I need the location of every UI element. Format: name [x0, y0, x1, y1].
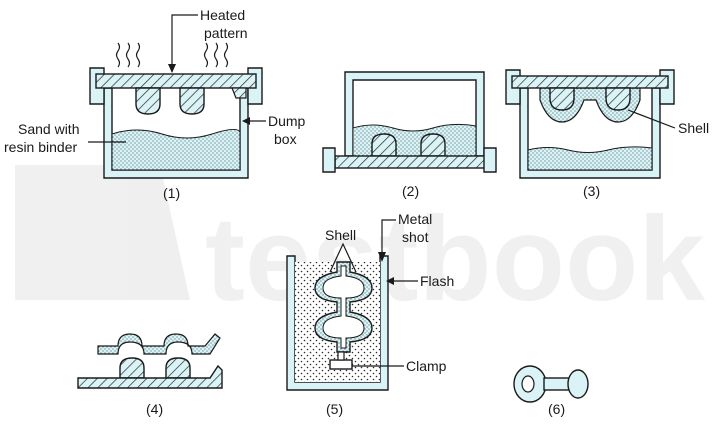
flash-arrowhead	[386, 277, 394, 285]
clamp-stem-5	[337, 351, 345, 361]
pattern-right-tab-1	[231, 87, 247, 99]
step-5: Shell Metal shot Flash Clamp (5)	[286, 211, 454, 417]
step-3: Shell (3)	[505, 69, 709, 199]
sand-label-2: resin binder	[4, 139, 77, 155]
step-label-1: (1)	[163, 185, 180, 201]
dump-box-label-2: box	[274, 131, 297, 147]
casting-left-hole	[521, 375, 535, 393]
sand-3	[527, 146, 653, 171]
shell-leader-3	[627, 109, 676, 129]
heated-pattern-label-1: Heated	[200, 7, 245, 23]
heated-pattern-plate	[95, 73, 257, 89]
metal-shot-label-1: Metal	[398, 211, 432, 227]
sand-label-1: Sand with	[18, 121, 79, 137]
clamp-label-5: Clamp	[406, 358, 447, 374]
pattern-bumps-4	[119, 357, 191, 379]
pattern-plate-3	[511, 75, 669, 89]
sand-1	[111, 128, 241, 171]
heated-pattern-bumps	[135, 87, 205, 115]
casting-right-disc	[567, 369, 589, 399]
step-4: (4)	[77, 333, 223, 417]
step-label-3: (3)	[583, 183, 600, 199]
heated-pattern-label-2: pattern	[204, 25, 248, 41]
metal-shot-label-2: shot	[402, 229, 429, 245]
shell-4	[97, 333, 221, 355]
pattern-plate-4	[77, 364, 223, 389]
heated-pattern-leader	[171, 14, 198, 72]
shell-cavity-5	[322, 265, 365, 349]
flash-label-5: Flash	[420, 273, 454, 289]
step-label-2: (2)	[402, 183, 419, 199]
heated-pattern-arrowhead	[168, 64, 176, 73]
flange-right-2	[483, 147, 497, 173]
dump-box-arrowhead	[242, 117, 250, 125]
step-1: Heated pattern Sand with resin binder Du…	[4, 7, 306, 201]
clamp-5	[329, 359, 353, 370]
shell-label-5: Shell	[325, 227, 356, 243]
step-6: (6)	[513, 365, 589, 417]
pattern-bumps-2	[371, 133, 446, 157]
step-label-4: (4)	[146, 401, 163, 417]
dump-box-label-1: Dump	[268, 113, 306, 129]
metal-shot-leader	[381, 219, 396, 258]
step-label-5: (5)	[326, 401, 343, 417]
step-label-6: (6)	[548, 401, 565, 417]
watermark-text: testbook	[205, 192, 705, 326]
heat-lines	[115, 42, 229, 68]
pattern-bumps-3	[549, 87, 631, 111]
pattern-plate-2	[334, 155, 495, 169]
shell-leader-5	[329, 242, 357, 273]
metal-shot-arrowhead	[378, 252, 386, 262]
flange-left-2	[322, 147, 336, 173]
shell-label-3: Shell	[678, 120, 709, 136]
step-2: (2)	[322, 71, 497, 199]
